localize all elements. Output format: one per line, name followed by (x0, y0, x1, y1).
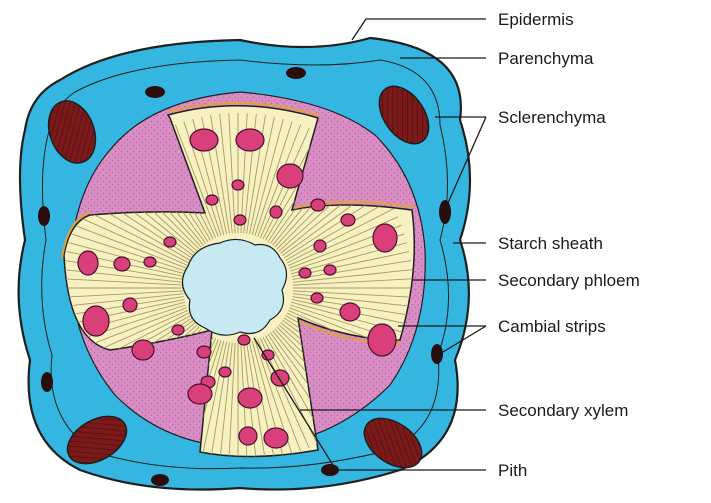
label-epidermis: Epidermis (498, 10, 574, 29)
label-cambial-strips: Cambial strips (498, 317, 606, 336)
label-starch-sheath: Starch sheath (498, 234, 603, 253)
label-pith: Pith (498, 461, 527, 480)
label-secondary-xylem: Secondary xylem (498, 401, 628, 420)
label-sclerenchyma: Sclerenchyma (498, 108, 606, 127)
label-parenchyma: Parenchyma (498, 49, 594, 68)
label-secondary-phloem: Secondary phloem (498, 271, 640, 290)
